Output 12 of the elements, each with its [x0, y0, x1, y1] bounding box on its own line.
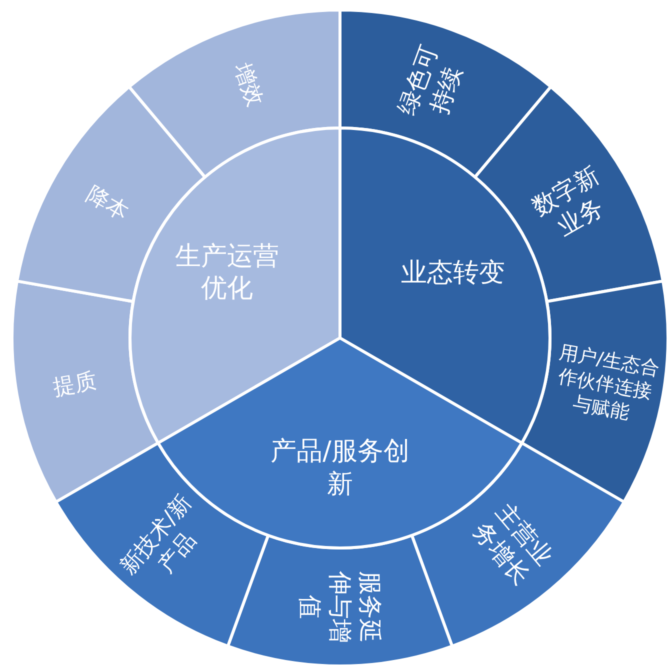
- segment-label: 主营业务增长: [466, 496, 560, 592]
- segment-label: 提质: [50, 367, 100, 403]
- segment-label: 服务延伸与增值: [295, 570, 385, 645]
- segment-label: 业态转变: [400, 256, 506, 290]
- segment-label: 新技术/新产品: [115, 489, 202, 582]
- segment-label: 绿色可持续: [391, 40, 468, 121]
- segment-label: 增效: [228, 59, 268, 112]
- segment-label: 生产运营优化: [174, 240, 280, 306]
- segment-label: 降本: [80, 180, 134, 228]
- segment-label: 产品/服务创新: [270, 436, 410, 501]
- segment-label: 数字新业务: [526, 159, 610, 243]
- segment-label: 用户/生态合作伙伴连接与赋能: [555, 340, 662, 425]
